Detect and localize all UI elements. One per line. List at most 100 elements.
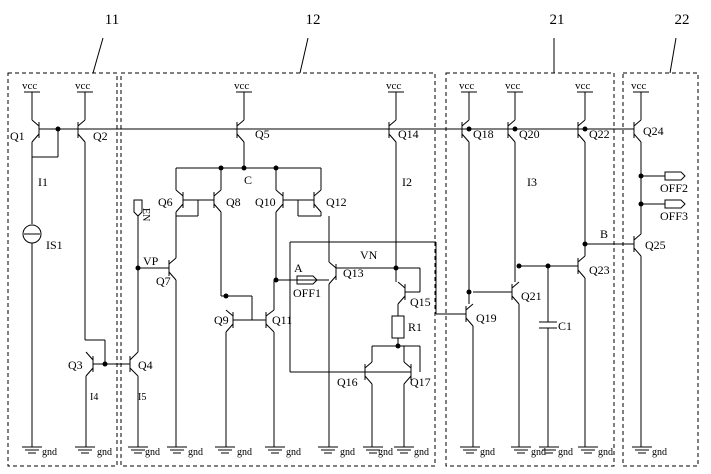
- svg-text:Q2: Q2: [93, 129, 108, 143]
- svg-text:vcc: vcc: [459, 80, 474, 92]
- svg-text:Q3: Q3: [68, 358, 83, 372]
- transistor-q19: Q19: [465, 303, 497, 327]
- svg-text:Q25: Q25: [645, 238, 666, 252]
- gnd-symbol: gnd: [75, 446, 112, 458]
- vcc-symbols: vcc vcc vcc vcc vcc vcc vcc vcc: [22, 80, 649, 120]
- svg-text:gnd: gnd: [652, 447, 667, 458]
- vcc-symbol: vcc: [22, 80, 40, 120]
- svg-text:Q5: Q5: [255, 127, 270, 141]
- transistor-q4: Q4: [129, 351, 153, 377]
- svg-text:Q19: Q19: [476, 311, 497, 325]
- svg-text:vcc: vcc: [22, 80, 37, 92]
- svg-text:gnd: gnd: [97, 447, 112, 458]
- transistor-q1: Q1: [10, 119, 40, 143]
- label-vn: VN: [360, 248, 378, 262]
- svg-text:Q13: Q13: [343, 266, 364, 280]
- gnd-symbol: gnd: [318, 446, 355, 458]
- gnd-symbol: gnd: [265, 446, 301, 458]
- label-off1: OFF1: [293, 286, 321, 300]
- svg-text:gnd: gnd: [378, 447, 393, 458]
- svg-text:Q7: Q7: [156, 274, 171, 288]
- transistor-q24: Q24: [633, 119, 664, 143]
- svg-text:Q11: Q11: [272, 313, 292, 327]
- label-vp: VP: [143, 254, 159, 268]
- ports: [133, 171, 686, 285]
- svg-text:Q4: Q4: [138, 358, 153, 372]
- svg-text:gnd: gnd: [145, 447, 160, 458]
- label-a: A: [294, 261, 303, 275]
- vcc-symbol: vcc: [505, 80, 523, 120]
- svg-text:Q20: Q20: [519, 127, 540, 141]
- svg-text:gnd: gnd: [188, 447, 203, 458]
- label-en: EN: [140, 208, 151, 221]
- transistor-q15: Q15: [397, 281, 431, 309]
- svg-text:gnd: gnd: [531, 447, 546, 458]
- svg-text:gnd: gnd: [414, 447, 429, 458]
- gnd-symbol: gnd: [128, 446, 160, 458]
- svg-text:Q14: Q14: [398, 127, 419, 141]
- vcc-symbol: vcc: [575, 80, 593, 120]
- label-b: B: [600, 227, 608, 241]
- transistor-q8: Q8: [213, 189, 241, 213]
- transistor-q7: Q7: [156, 257, 177, 288]
- svg-text:Q22: Q22: [589, 127, 610, 141]
- svg-text:Q12: Q12: [326, 195, 347, 209]
- svg-text:vcc: vcc: [575, 80, 590, 92]
- label-c: C: [244, 173, 252, 187]
- transistor-q10: Q10: [255, 189, 284, 213]
- transistor-q6: Q6: [158, 189, 184, 213]
- svg-text:vcc: vcc: [631, 80, 646, 92]
- vcc-symbol: vcc: [234, 80, 252, 120]
- svg-text:Q8: Q8: [226, 195, 241, 209]
- svg-text:Q17: Q17: [410, 375, 431, 389]
- svg-text:gnd: gnd: [237, 447, 252, 458]
- block-12: 12: [120, 12, 436, 467]
- transistor-q14: Q14: [388, 119, 419, 143]
- vcc-symbol: vcc: [459, 80, 477, 120]
- svg-text:Q6: Q6: [158, 195, 173, 209]
- svg-text:Q18: Q18: [473, 127, 494, 141]
- label-r1: R1: [408, 320, 422, 334]
- gnd-symbol: gnd: [22, 446, 57, 458]
- block-21-label: 21: [550, 12, 565, 28]
- label-i1: I1: [38, 175, 48, 189]
- transistor-q5: Q5: [236, 119, 270, 143]
- gnd-symbol: gnd: [394, 446, 429, 458]
- svg-text:gnd: gnd: [480, 447, 495, 458]
- svg-text:Q15: Q15: [410, 295, 431, 309]
- label-off3: OFF3: [660, 209, 688, 223]
- label-is1: IS1: [46, 238, 63, 252]
- transistor-q3: Q3: [68, 351, 94, 377]
- svg-text:vcc: vcc: [75, 80, 90, 92]
- gnd-symbol: gnd: [539, 446, 573, 458]
- svg-text:Q10: Q10: [255, 195, 276, 209]
- svg-text:gnd: gnd: [42, 447, 57, 458]
- transistor-q25: Q25: [633, 233, 666, 257]
- labels: I1 IS1 I4 I5 EN VP C A OFF1 VN I2 R1 I3 …: [38, 173, 688, 403]
- gnd-symbol: gnd: [632, 446, 667, 458]
- block-22-label: 22: [675, 12, 690, 28]
- svg-text:gnd: gnd: [598, 447, 613, 458]
- gnd-symbol: gnd: [460, 446, 495, 458]
- transistor-q2: Q2: [77, 119, 108, 143]
- transistors: Q1 Q2 Q3 Q4 Q5 Q6 Q7 Q8 Q9 Q10 Q11 Q12 Q…: [10, 119, 666, 389]
- transistor-q12: Q12: [313, 189, 347, 213]
- block-12-label: 12: [306, 12, 321, 28]
- gnd-symbol: gnd: [578, 446, 613, 458]
- label-i2: I2: [402, 175, 412, 189]
- svg-text:vcc: vcc: [505, 80, 520, 92]
- wires: [22, 128, 665, 447]
- svg-text:Q23: Q23: [589, 263, 610, 277]
- junctions: [55, 126, 644, 367]
- transistor-q22: Q22: [577, 119, 610, 143]
- transistor-q9: Q9: [214, 309, 234, 333]
- label-i4: I4: [90, 392, 98, 403]
- transistor-q11: Q11: [265, 309, 292, 333]
- transistor-q20: Q20: [507, 119, 540, 143]
- transistor-q13: Q13: [328, 261, 364, 285]
- label-i3: I3: [527, 175, 537, 189]
- transistor-q23: Q23: [577, 255, 610, 279]
- transistor-q16: Q16: [337, 361, 373, 389]
- gnd-symbol: gnd: [167, 446, 203, 458]
